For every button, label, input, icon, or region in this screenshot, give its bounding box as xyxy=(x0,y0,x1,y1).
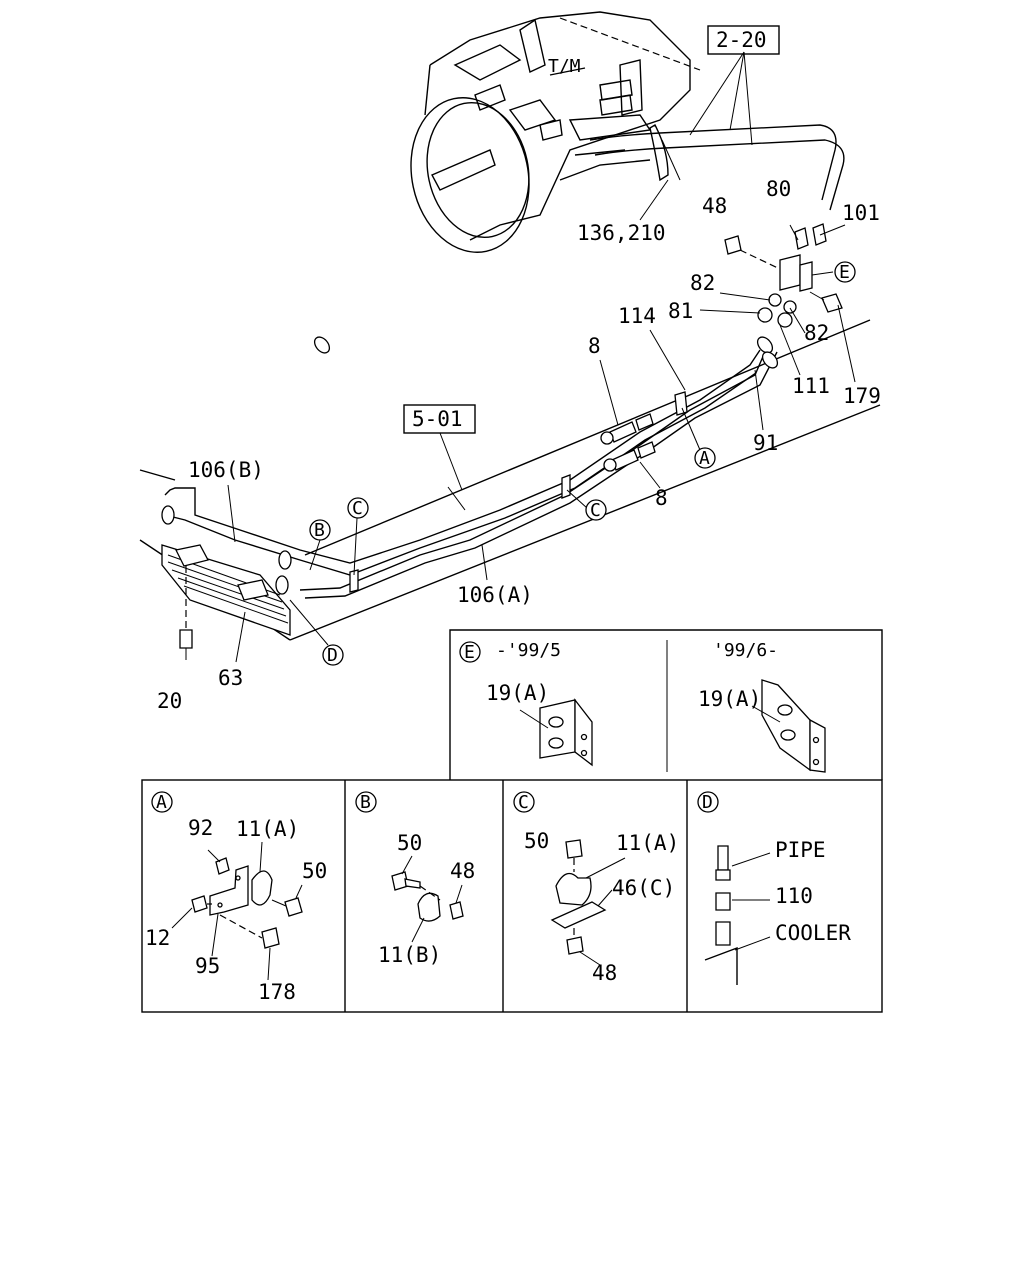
detail-e-left-range: -'99/5 xyxy=(496,640,561,661)
part-label-80: 80 xyxy=(766,177,791,201)
transmission-label: T/M xyxy=(548,56,581,77)
leader-106a xyxy=(481,544,488,581)
ref-leader-5-01 xyxy=(439,432,463,491)
fittings-mid xyxy=(313,336,779,593)
detail-b-drawing xyxy=(391,855,464,943)
callout-d: D xyxy=(327,645,338,666)
callout-a-circle xyxy=(694,447,716,469)
detail-a-letter: A xyxy=(156,792,167,813)
part-label-106b: 106(B) xyxy=(188,458,264,482)
detail-d-letter: D xyxy=(702,792,713,813)
ref-label-2-20: 2-20 xyxy=(716,28,767,52)
detail-d-110: 110 xyxy=(775,884,813,908)
detail-a-92: 92 xyxy=(188,816,213,840)
detail-b-letter: B xyxy=(360,792,371,813)
leader-lines-mid xyxy=(289,359,764,646)
part-label-114: 114 xyxy=(618,304,656,328)
part-label-91: 91 xyxy=(753,431,778,455)
callout-b-circle xyxy=(309,519,331,541)
detail-a-11a: 11(A) xyxy=(236,817,299,841)
detail-e-panel xyxy=(449,629,883,780)
detail-c-11a: 11(A) xyxy=(616,831,679,855)
detail-d-pipe: PIPE xyxy=(775,838,826,862)
leader-63 xyxy=(235,611,246,663)
callout-b: B xyxy=(314,520,325,541)
detail-e-right-part: 19(A) xyxy=(698,687,761,711)
detail-c-48: 48 xyxy=(592,961,617,985)
ref-box-5-01 xyxy=(403,404,476,434)
part-label-8-lower: 8 xyxy=(655,486,668,510)
part-label-179: 179 xyxy=(843,384,881,408)
detail-e-letter: E xyxy=(464,642,475,663)
callout-c-circle-right xyxy=(585,499,607,521)
callout-e: E xyxy=(839,262,850,283)
part-label-136-210: 136,210 xyxy=(577,221,666,245)
callout-d-circle xyxy=(322,644,344,666)
callout-c-left: C xyxy=(352,498,363,519)
part-label-111: 111 xyxy=(792,374,830,398)
part-label-8-upper: 8 xyxy=(588,334,601,358)
leader-lines-upper xyxy=(649,224,856,391)
detail-e-circle xyxy=(459,641,481,663)
part-label-106a: 106(A) xyxy=(457,583,533,607)
part-label-81: 81 xyxy=(668,299,693,323)
cooler-hoses-upper xyxy=(589,51,845,221)
detail-a-178: 178 xyxy=(258,980,296,1004)
detail-b-48: 48 xyxy=(450,859,475,883)
detail-a-12: 12 xyxy=(145,926,170,950)
detail-c-circle xyxy=(513,791,535,813)
detail-d-drawing xyxy=(704,845,771,985)
part-label-48-upper: 48 xyxy=(702,194,727,218)
detail-a-drawing xyxy=(171,841,303,981)
detail-b-50: 50 xyxy=(397,831,422,855)
bracket-19a-late xyxy=(751,679,826,773)
pipe-106a-114 xyxy=(299,344,778,599)
detail-c-50: 50 xyxy=(524,829,549,853)
detail-b-11b: 11(B) xyxy=(378,943,441,967)
detail-a-50: 50 xyxy=(302,859,327,883)
part-label-101: 101 xyxy=(842,201,880,225)
bracket-19a-early xyxy=(519,698,593,767)
leader-106b xyxy=(227,484,236,543)
detail-c-letter: C xyxy=(518,792,529,813)
callout-c-circle-left xyxy=(347,497,369,519)
callout-e-circle xyxy=(834,261,856,283)
callout-c-right: C xyxy=(590,500,601,521)
oil-cooler xyxy=(161,505,292,660)
detail-b-circle xyxy=(355,791,377,813)
fittings-upper xyxy=(724,223,843,328)
detail-a-95: 95 xyxy=(195,954,220,978)
part-label-20: 20 xyxy=(157,689,182,713)
detail-d-cooler: COOLER xyxy=(775,921,851,945)
detail-c-46c: 46(C) xyxy=(612,876,675,900)
detail-d-circle xyxy=(697,791,719,813)
detail-e-left-part: 19(A) xyxy=(486,681,549,705)
transmission-drawing xyxy=(410,11,701,253)
part-label-82-a: 82 xyxy=(690,271,715,295)
part-label-63: 63 xyxy=(218,666,243,690)
ref-label-5-01: 5-01 xyxy=(412,407,463,431)
ref-box-2-20 xyxy=(707,25,780,55)
detail-a-circle xyxy=(151,791,173,813)
detail-c-drawing xyxy=(550,839,626,966)
detail-e-right-range: '99/6- xyxy=(713,640,778,661)
callout-a: A xyxy=(699,448,710,469)
detail-panels-frame xyxy=(141,779,883,1013)
part-label-82-b: 82 xyxy=(804,321,829,345)
